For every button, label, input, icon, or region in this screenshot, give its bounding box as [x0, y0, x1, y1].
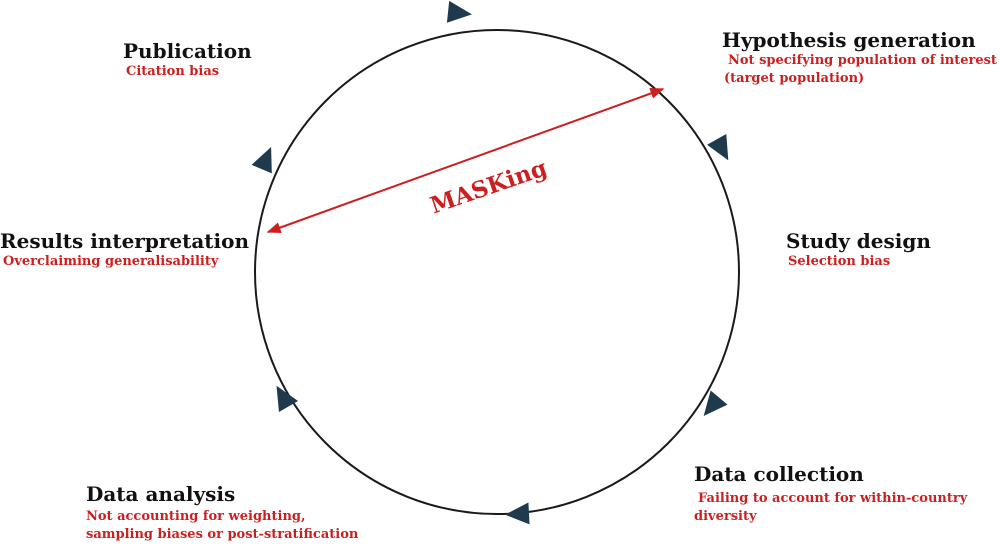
- stage-note: Citation bias: [126, 64, 220, 79]
- stage-publication: Publication Citation bias: [123, 39, 252, 81]
- masking-double-arrow: [266, 88, 665, 233]
- stage-note: Not accounting for weighting,: [86, 509, 306, 524]
- stage-note: Overclaiming generalisability: [3, 254, 219, 269]
- cycle-arrowhead-bottom: [505, 502, 530, 525]
- stage-hypothesis: Hypothesis generation Not specifying pop…: [722, 28, 997, 88]
- stage-title: Data analysis: [86, 482, 236, 506]
- stage-note: sampling biases or post-stratification: [86, 527, 359, 542]
- cycle-arrowhead-lower-left: [276, 385, 299, 413]
- stage-title: Hypothesis generation: [722, 28, 976, 52]
- stage-analysis: Data analysis Not accounting for weighti…: [86, 482, 358, 544]
- stage-note: Not specifying population of interest: [728, 53, 997, 68]
- stage-note: diversity: [694, 509, 757, 524]
- stage-title: Results interpretation: [0, 229, 250, 253]
- masking-label: MASKing: [427, 154, 551, 219]
- stage-collection: Data collection Failing to account for w…: [694, 462, 967, 526]
- stage-title: Publication: [123, 39, 252, 63]
- stage-title: Data collection: [694, 462, 864, 486]
- stage-design: Study design Selection bias: [786, 229, 931, 271]
- stage-title: Study design: [786, 229, 931, 253]
- cycle-arrowhead-lower-right: [703, 390, 728, 416]
- cycle-circle: [254, 29, 740, 515]
- stage-note: (target population): [724, 71, 865, 86]
- stage-note: Selection bias: [788, 254, 891, 269]
- cycle-arrowhead-top: [446, 0, 472, 23]
- stage-interpretation: Results interpretation Overclaiming gene…: [0, 229, 249, 271]
- cycle-arrowhead-upper-left: [251, 147, 272, 174]
- cycle-arrowhead-upper-right: [707, 134, 729, 161]
- stage-note: Failing to account for within-country: [698, 491, 968, 506]
